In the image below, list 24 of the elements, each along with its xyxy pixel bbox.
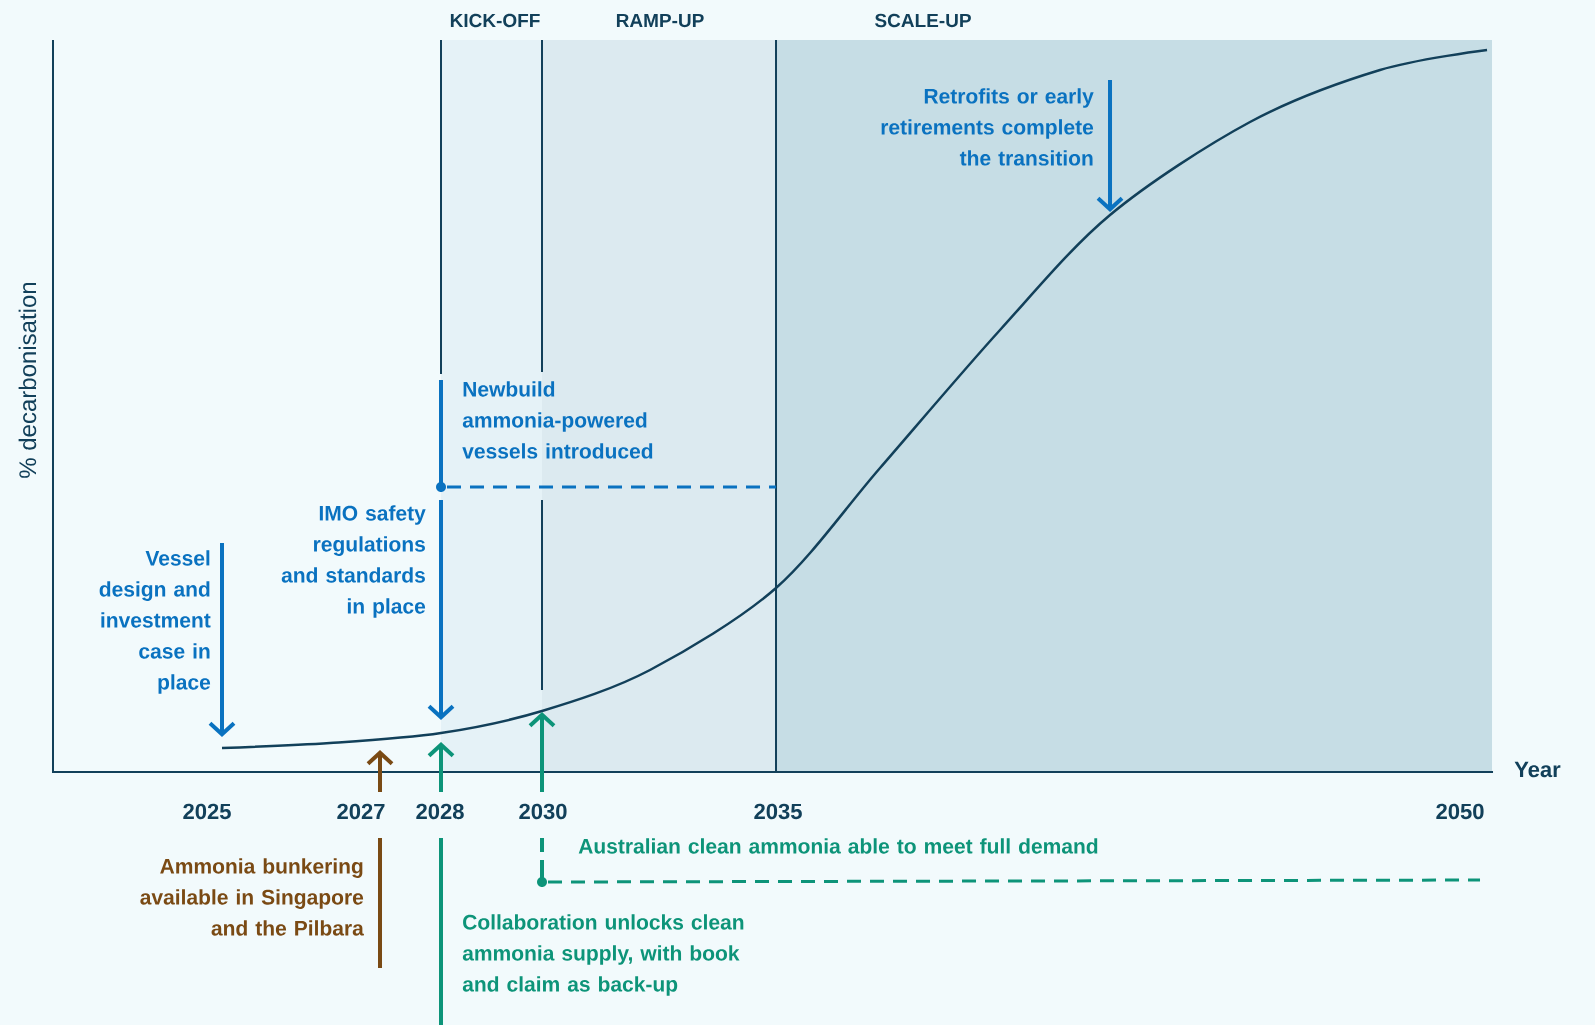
year-label: 2030 <box>519 803 567 820</box>
year-label: 2035 <box>754 803 802 820</box>
year-label: 2050 <box>1436 803 1484 820</box>
axis-label: Year <box>1514 761 1561 778</box>
arrow <box>427 742 455 1025</box>
annotation-text: Ammonia bunkering available in Singapore and the Pilbara <box>140 858 364 936</box>
annotation-text: Australian clean ammonia able to meet full demand <box>578 838 1098 854</box>
year-label: 2027 <box>337 803 385 820</box>
arrow <box>208 543 236 737</box>
annotation-text: Collaboration unlocks clean ammonia supply, with book and claim as back-up <box>462 914 744 996</box>
year-label: 2025 <box>183 803 231 820</box>
year-label: 2028 <box>416 803 464 820</box>
arrow <box>1096 80 1124 212</box>
axis-label: % decarbonisation <box>18 282 37 478</box>
arrow <box>528 712 556 854</box>
arrow <box>427 500 455 720</box>
annotation-text: Retrofits or early retirements complete the transition <box>881 88 1094 166</box>
annotation-text: IMO safety regulations and standards in place <box>281 505 426 618</box>
phase-heading: RAMP-UP <box>616 13 704 28</box>
annotation-text: Newbuild ammonia-powered vessels introduced <box>462 381 653 459</box>
arrow <box>366 750 394 970</box>
annotation-text: Vessel design and investment case in place <box>99 550 211 694</box>
phase-heading: SCALE-UP <box>875 13 971 28</box>
phase-heading: KICK-OFF <box>450 13 540 28</box>
